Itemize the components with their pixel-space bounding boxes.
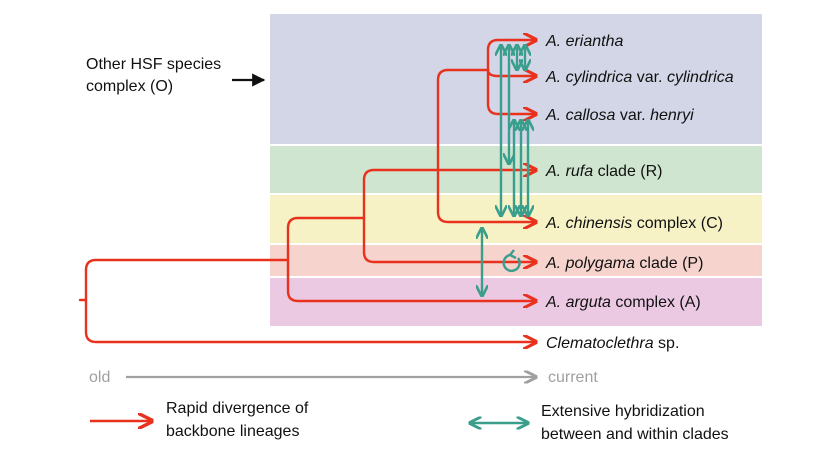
hybrid-loop-polygama [502, 253, 521, 273]
taxon-callosa: A. callosa var. henryi [545, 107, 694, 124]
branch-chinensis [436, 168, 536, 222]
taxon-eriantha: A. eriantha [545, 33, 623, 50]
branch-arguta [286, 258, 536, 301]
branch-polygama [362, 216, 536, 262]
taxon-clematoclethra: Clematoclethra sp. [546, 335, 679, 352]
other-complex-label-line1: Other HSF species [86, 56, 221, 73]
taxon-polygama: A. polygama clade (P) [545, 255, 703, 272]
time-axis-old-label: old [89, 369, 110, 386]
legend-hybrid-line1: Extensive hybridization [541, 403, 705, 420]
taxon-cylindrica: A. cylindrica var. cylindrica [545, 69, 734, 86]
legend-backbone-line1: Rapid divergence of [166, 400, 309, 417]
taxon-rufa: A. rufa clade (R) [545, 163, 663, 180]
branch-to-n2 [286, 216, 366, 262]
taxon-chinensis: A. chinensis complex (C) [545, 215, 723, 232]
branch-to-n4 [436, 68, 490, 172]
branch-eriantha [486, 40, 536, 72]
branch-root [84, 258, 290, 302]
other-complex-label-line2: complex (O) [86, 78, 173, 95]
legend-hybrid-line2: between and within clades [541, 426, 729, 443]
hybridization-arrows [482, 45, 528, 296]
taxon-arguta: A. arguta complex (A) [545, 294, 701, 311]
time-axis-current-label: current [548, 369, 598, 386]
legend-backbone-line2: backbone lineages [166, 423, 299, 440]
branch-clematoclethra [84, 298, 536, 342]
branch-to-n3 [362, 168, 440, 220]
hybrid-loop-polygama-head [508, 249, 517, 260]
